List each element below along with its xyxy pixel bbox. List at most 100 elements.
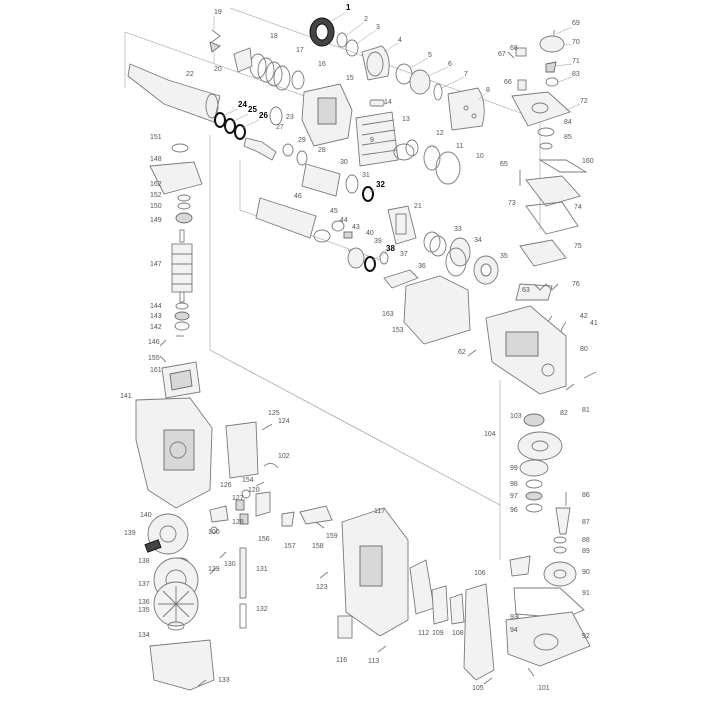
leader-lines [213,11,581,261]
label-123: 123 [316,584,328,591]
label-82: 82 [560,410,568,417]
bracket-part-158 [299,505,333,525]
spring-part-76 [533,283,559,291]
label-part-116 [337,615,353,639]
gasket-part-160 [538,159,588,173]
label-16: 16 [318,61,326,68]
label-46: 46 [294,193,302,200]
label-97: 97 [510,493,518,500]
ring-part-28 [296,150,308,166]
washer-part-3 [345,39,359,57]
sleeve-part-8 [447,87,485,131]
gear-part-90 [543,561,577,587]
clip-part-20 [209,41,221,53]
label-153: 153 [392,327,404,334]
gear-housing-part-80 [485,305,567,395]
ring-part-142 [174,321,190,331]
pin-part-68 [515,47,527,57]
tool-holder-part-22 [127,63,221,123]
brush-part-126 [209,505,229,523]
label-155: 155 [148,355,160,362]
label-103: 103 [510,413,522,420]
cover-part-73 [525,175,581,207]
label-84: 84 [564,119,572,126]
label-146: 146 [148,339,160,346]
label-19: 19 [214,9,222,16]
label-74: 74 [574,204,582,211]
label-157: 157 [284,543,296,550]
label-7: 7 [464,71,468,78]
label-68: 68 [510,45,518,52]
motor-housing-part-141 [135,397,213,509]
label-37: 37 [400,251,408,258]
o-ring-part-25 [224,118,236,134]
spring-part-17 [249,53,291,91]
label-70: 70 [572,39,580,46]
label-92: 92 [582,633,590,640]
ring-part-23 [269,106,283,126]
gear-housing-part-15 [301,83,353,147]
gear-part-104 [517,431,563,461]
screw-part-129 [209,567,217,575]
label-137: 137 [138,581,150,588]
label-96: 96 [510,507,518,514]
ring-part-37 [379,251,389,265]
gear-part-99 [519,459,549,477]
label-105: 105 [472,685,484,692]
label-113: 113 [368,658,379,665]
ring-part-11 [423,145,441,171]
brush-holder-part-125 [225,421,259,479]
label-158: 158 [312,543,324,550]
gear-part-39 [347,247,365,269]
spring-part-33 [423,231,447,257]
label-71: 71 [572,58,580,65]
armature-part-147 [171,229,193,303]
label-128: 128 [232,519,244,526]
label-23: 23 [286,114,294,121]
label-81: 81 [582,407,590,414]
cover-part-134 [149,639,215,691]
spring-part-87 [555,507,571,535]
ring-part-150 [177,202,191,210]
label-160: 160 [582,158,594,165]
label-116: 116 [336,657,347,664]
ring-part-9 [393,143,415,161]
gear-part-35 [473,255,499,285]
label-72: 72 [580,98,588,105]
label-40: 40 [366,230,374,237]
o-ring-part-32 [362,186,374,202]
gasket-part-74 [525,201,579,235]
part-109 [431,585,449,625]
label-27: 27 [276,124,284,131]
label-17: 17 [296,47,304,54]
label-159: 159 [326,533,338,540]
shaft-part-96 [525,503,543,513]
label-66: 66 [504,79,512,86]
label-3: 3 [376,24,380,31]
label-141: 141 [120,393,132,400]
label-63: 63 [522,287,530,294]
label-31: 31 [362,172,370,179]
label-132: 132 [256,606,268,613]
label-44: 44 [340,217,348,224]
label-14: 14 [384,99,392,106]
label-32: 32 [376,180,385,189]
label-43: 43 [352,224,360,231]
label-83: 83 [572,71,580,78]
part-95 [509,555,531,577]
handle-housing-part-117 [341,507,409,637]
ring-part-89 [553,546,567,554]
label-33: 33 [454,226,462,233]
screw-part-105 [483,677,493,685]
label-73: 73 [508,200,516,207]
label-140: 140 [140,512,152,519]
label-67: 67 [498,51,506,58]
label-148: 148 [150,156,162,163]
o-ring-part-38 [364,256,376,272]
screw-part-81 [583,371,597,379]
ring-part-84 [537,127,555,137]
label-126: 126 [220,482,232,489]
ring-part-143 [174,311,190,321]
cover-part-92 [505,611,591,667]
